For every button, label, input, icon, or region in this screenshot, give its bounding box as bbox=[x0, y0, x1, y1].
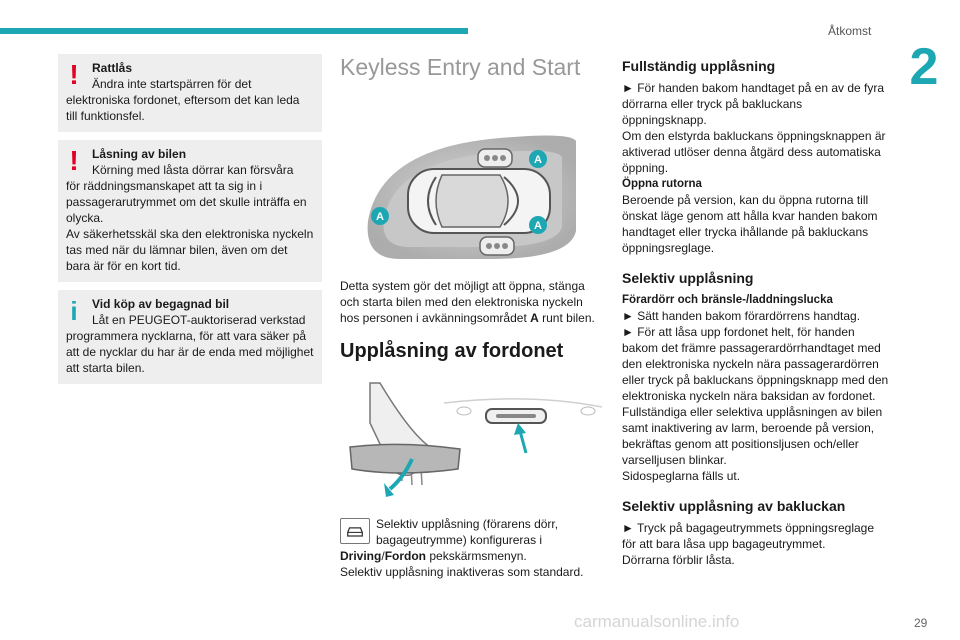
note-body: programmera nycklarna, för att vara säke… bbox=[66, 329, 314, 375]
menu-name-driving: Driving bbox=[340, 549, 382, 563]
note-title: Låsning av bilen bbox=[92, 147, 187, 161]
section-title: Åtkomst bbox=[828, 24, 872, 38]
open-windows-title: Öppna rutorna bbox=[622, 178, 702, 190]
config-default-text: Selektiv upplåsning inaktiveras som stan… bbox=[340, 565, 584, 579]
config-menu-line: Driving/Fordon pekskärmsmenyn. bbox=[340, 548, 602, 564]
selective-step-2: ► För att låsa upp fordonet helt, för ha… bbox=[622, 325, 889, 403]
chapter-number: 2 bbox=[888, 37, 960, 97]
boot-unlock-step: ► Tryck på bagageutrymmets öppningsregla… bbox=[622, 521, 875, 551]
menu-name-fordon: Fordon bbox=[384, 549, 427, 563]
note-steering-lock: ! Rattlås Ändra inte startspärren för de… bbox=[58, 54, 322, 132]
note-locking-car: ! Låsning av bilen Körning med låsta dör… bbox=[58, 140, 322, 282]
keyless-zone-diagram: A A A bbox=[360, 135, 582, 259]
key-fob-icon bbox=[479, 236, 515, 256]
car-top-view bbox=[407, 168, 551, 234]
key-fob-icon bbox=[477, 148, 513, 168]
note-used-car: i Vid köp av begagnad bil Låt en PEUGEOT… bbox=[58, 290, 322, 384]
open-windows-text: Beroende på version, kan du öppna rutorn… bbox=[622, 193, 878, 255]
full-unlock-note: Om den elstyrda bakluckans öppningsknapp… bbox=[622, 129, 886, 175]
intro-zone-letter: A bbox=[530, 311, 539, 325]
intro-text: Detta system gör det möjligt att öppna, … bbox=[340, 279, 585, 325]
keyless-title: Keyless Entry and Start bbox=[340, 54, 581, 80]
note-first-line: Körning med låsta dörrar kan försvåra bbox=[92, 163, 294, 177]
intro-text-end: runt bilen. bbox=[538, 311, 595, 325]
zone-label-a: A bbox=[529, 216, 547, 234]
car-settings-icon bbox=[340, 518, 370, 544]
note-first-line: Låt en PEUGEOT-auktoriserad verkstad bbox=[92, 313, 306, 327]
full-unlock-step: ► För handen bakom handtaget på en av de… bbox=[622, 81, 885, 127]
page-number: 29 bbox=[914, 616, 928, 630]
note-body-extra: Av säkerhetsskäl ska den elektroniska ny… bbox=[66, 227, 314, 273]
selective-unlock-subtitle: Förardörr och bränsle-/laddningslucka bbox=[622, 294, 833, 306]
selective-confirmation: Fullständiga eller selektiva upplåsninge… bbox=[622, 405, 883, 467]
selective-mirrors: Sidospeglarna fälls ut. bbox=[622, 469, 741, 483]
boot-unlock-note: Dörrarna förblir låsta. bbox=[622, 553, 735, 567]
note-title: Rattlås bbox=[92, 61, 133, 75]
svg-text:A: A bbox=[534, 220, 542, 232]
boot-unlock-title: Selektiv upplåsning av bakluckan bbox=[622, 498, 846, 514]
info-icon: i bbox=[70, 296, 78, 326]
unlock-title: Upplåsning av fordonet bbox=[340, 340, 564, 362]
note-body: för räddningsmanskapet att ta sig in i p… bbox=[66, 179, 307, 225]
tailgate-button-detail bbox=[443, 398, 603, 454]
note-first-line: Ändra inte startspärren för det bbox=[92, 77, 252, 91]
config-text: Selektiv upplåsning (förarens dörr, baga… bbox=[376, 517, 559, 547]
config-note: Selektiv upplåsning (förarens dörr, baga… bbox=[340, 516, 602, 548]
warning-icon: ! bbox=[69, 59, 79, 90]
svg-text:A: A bbox=[376, 211, 384, 223]
watermark: carmanualsonline.info bbox=[574, 612, 740, 631]
selective-step-1: ► Sätt handen bakom förardörrens handtag… bbox=[622, 309, 861, 323]
door-handle-diagram bbox=[349, 382, 603, 497]
config-menu-suffix: pekskärmsmenyn. bbox=[426, 549, 527, 563]
keyless-column: Keyless Entry and Start bbox=[340, 54, 603, 580]
top-accent-bar bbox=[0, 28, 468, 34]
note-body: elektroniska fordonet, eftersom det kan … bbox=[66, 93, 300, 123]
unlock-details-column: Fullständig upplåsning ► För handen bako… bbox=[622, 54, 890, 568]
keyless-intro: Detta system gör det möjligt att öppna, … bbox=[340, 278, 602, 326]
zone-label-a: A bbox=[529, 150, 547, 168]
warning-icon: ! bbox=[69, 145, 79, 176]
note-title: Vid köp av begagnad bil bbox=[92, 297, 230, 311]
menu-separator: / bbox=[381, 549, 385, 563]
svg-text:A: A bbox=[534, 154, 542, 166]
full-unlock-title: Fullständig upplåsning bbox=[622, 58, 776, 74]
notes-column: ! Rattlås Ändra inte startspärren för de… bbox=[58, 54, 322, 392]
selective-unlock-title: Selektiv upplåsning bbox=[622, 270, 754, 286]
zone-label-a: A bbox=[371, 207, 389, 225]
